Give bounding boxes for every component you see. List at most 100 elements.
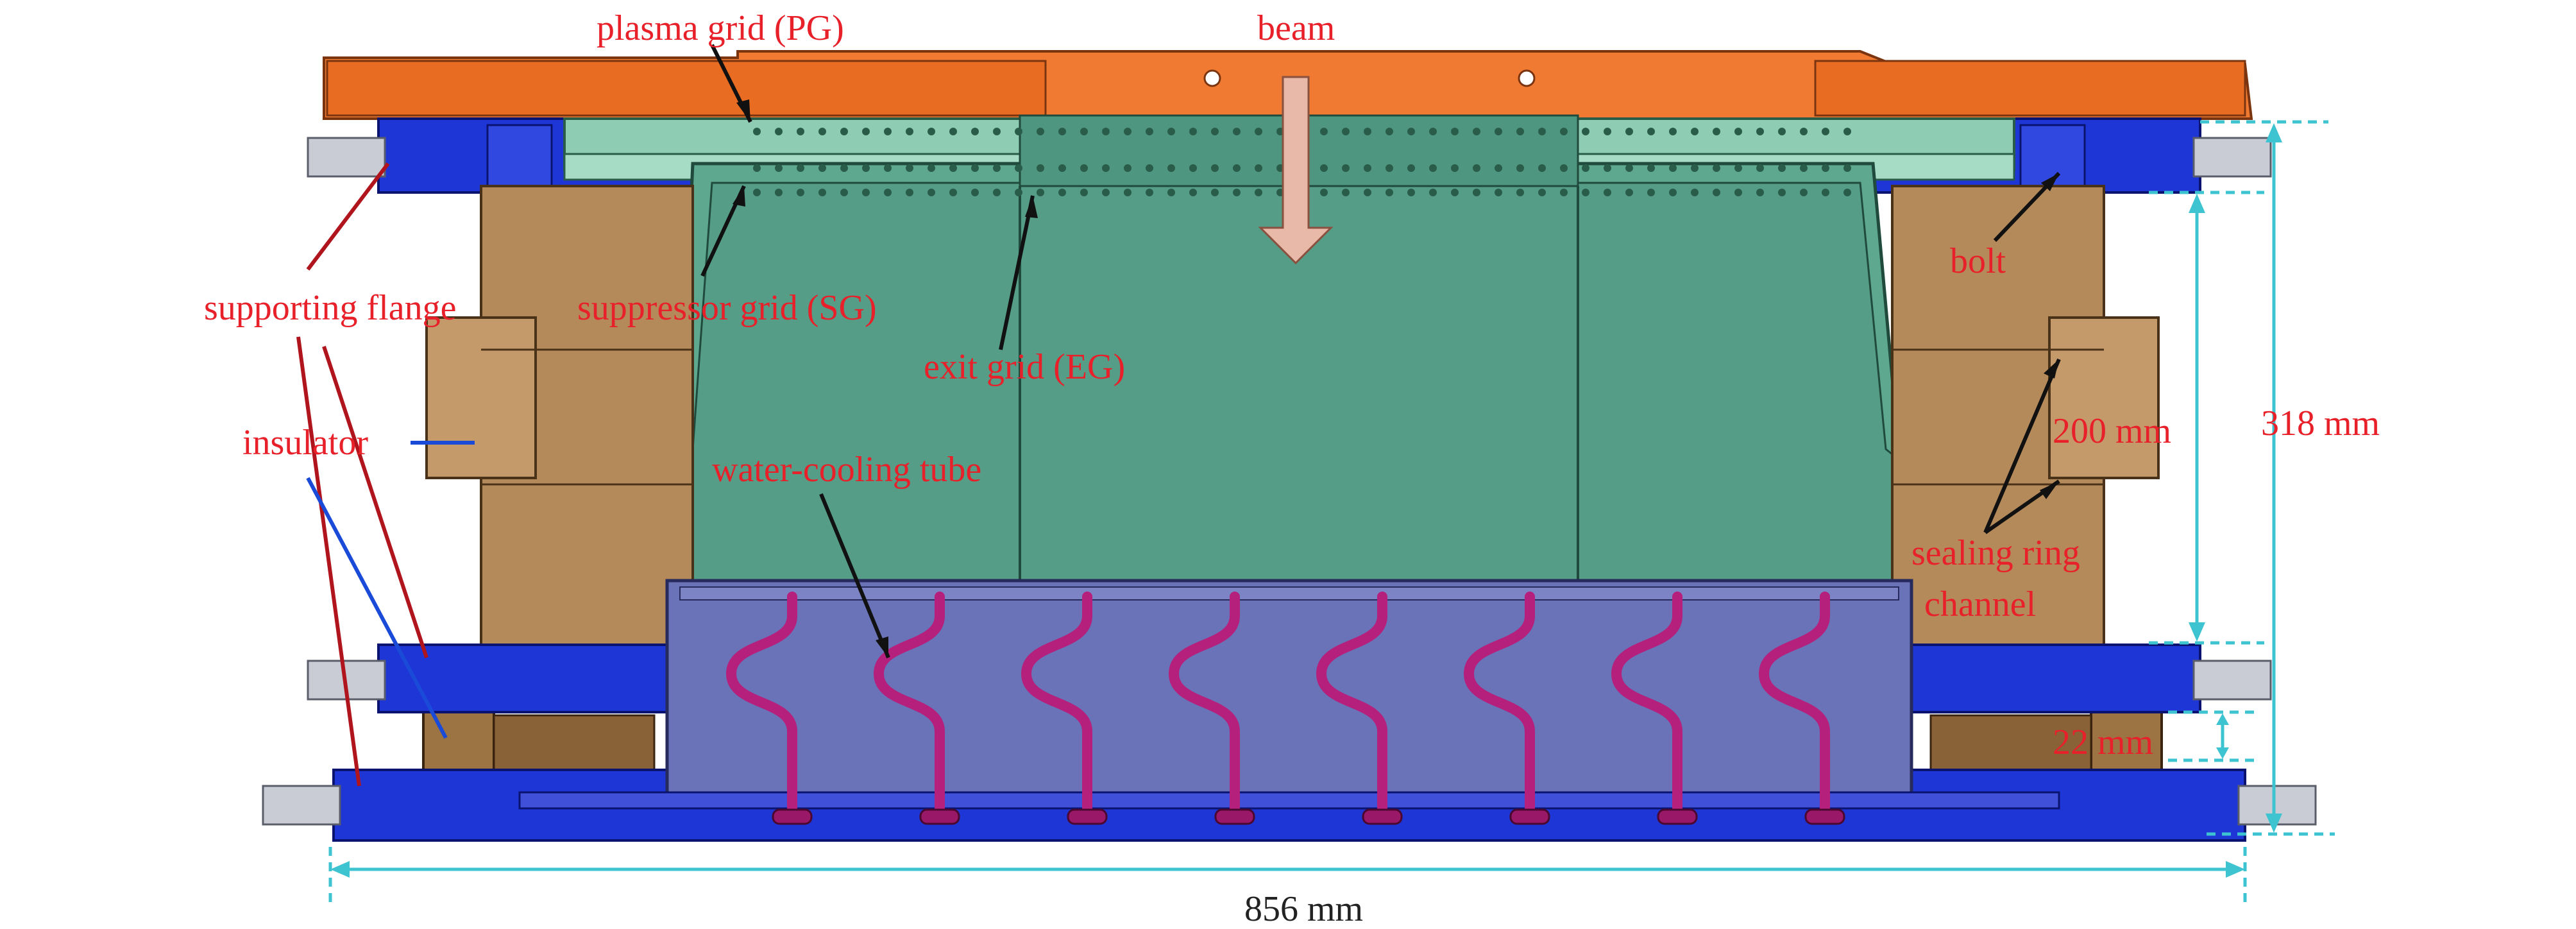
grid-aperture bbox=[1407, 164, 1415, 172]
grid-aperture bbox=[1669, 189, 1677, 196]
cooling-tube bbox=[873, 592, 945, 817]
labels: plasma grid (PG) beam supporting flange … bbox=[204, 8, 2080, 624]
water-cooling-tubes bbox=[725, 592, 1845, 825]
grid-aperture bbox=[928, 128, 935, 135]
grid-aperture bbox=[1320, 189, 1328, 196]
grid-aperture bbox=[928, 164, 935, 172]
dimension-arrowheads bbox=[330, 123, 2282, 878]
grid-aperture bbox=[1451, 189, 1459, 196]
grid-aperture bbox=[1146, 128, 1153, 135]
water-cooling-tube-label: water-cooling tube bbox=[712, 450, 981, 490]
dimension-200mm: 200 mm bbox=[2053, 411, 2171, 451]
grid-aperture bbox=[1189, 164, 1197, 172]
supporting-flange-label: supporting flange bbox=[204, 288, 456, 328]
grid-aperture bbox=[1189, 128, 1197, 135]
grid-aperture bbox=[1342, 189, 1350, 196]
grid-aperture bbox=[862, 189, 870, 196]
grid-aperture bbox=[1756, 189, 1764, 196]
grid-aperture bbox=[1451, 164, 1459, 172]
grid-aperture bbox=[1451, 128, 1459, 135]
grid-aperture bbox=[840, 164, 848, 172]
grid-aperture bbox=[1756, 128, 1764, 135]
grid-aperture bbox=[775, 189, 783, 196]
insulator-label: insulator bbox=[242, 423, 368, 463]
leader-arrowheads bbox=[733, 99, 2059, 658]
grid-aperture bbox=[971, 164, 979, 172]
tube-fitting bbox=[1214, 808, 1255, 825]
grid-aperture bbox=[1015, 189, 1022, 196]
grid-aperture bbox=[1800, 164, 1808, 172]
grid-aperture bbox=[1233, 128, 1241, 135]
grid-aperture bbox=[1429, 164, 1437, 172]
grid-aperture bbox=[1625, 164, 1633, 172]
grid-aperture bbox=[1102, 189, 1110, 196]
grid-aperture bbox=[1691, 128, 1699, 135]
grid-aperture bbox=[1560, 189, 1568, 196]
beam-label: beam bbox=[1257, 8, 1335, 48]
grid-aperture bbox=[1843, 189, 1851, 196]
grid-aperture bbox=[1560, 128, 1568, 135]
insulator-right bbox=[1891, 185, 2163, 784]
grid-aperture bbox=[1691, 189, 1699, 196]
grid-aperture bbox=[949, 164, 957, 172]
grid-aperture bbox=[949, 128, 957, 135]
grid-aperture bbox=[1495, 128, 1502, 135]
cooling-tube bbox=[1463, 592, 1535, 817]
grid-aperture bbox=[1538, 128, 1546, 135]
grid-aperture bbox=[1669, 164, 1677, 172]
sealing-ring-label-line1: sealing ring bbox=[1911, 533, 2080, 573]
grid-aperture bbox=[993, 128, 1001, 135]
grid-aperture bbox=[1800, 128, 1808, 135]
grid-aperture bbox=[1211, 164, 1219, 172]
grid-aperture bbox=[884, 164, 892, 172]
cooling-tube bbox=[1168, 592, 1240, 817]
grid-aperture bbox=[1429, 189, 1437, 196]
grid-aperture bbox=[1713, 189, 1720, 196]
grid-aperture bbox=[1320, 128, 1328, 135]
dimension-lines bbox=[328, 120, 2335, 908]
grid-aperture bbox=[884, 189, 892, 196]
grid-aperture bbox=[862, 128, 870, 135]
grid-aperture bbox=[1015, 164, 1022, 172]
grid-aperture bbox=[1255, 189, 1262, 196]
grid-aperture bbox=[753, 189, 761, 196]
grid-aperture bbox=[1582, 128, 1589, 135]
sealing-ring-label-line2: channel bbox=[1924, 584, 2036, 624]
grid-aperture bbox=[1146, 164, 1153, 172]
grid-aperture bbox=[1342, 164, 1350, 172]
grid-aperture bbox=[1473, 189, 1480, 196]
grid-aperture bbox=[1167, 164, 1175, 172]
grid-aperture bbox=[1604, 189, 1611, 196]
grid-aperture bbox=[1669, 128, 1677, 135]
dimension-22mm: 22 mm bbox=[2053, 722, 2153, 762]
grid-aperture bbox=[1734, 128, 1742, 135]
grid-aperture bbox=[1255, 128, 1262, 135]
tube-fitting bbox=[919, 808, 960, 825]
grid-aperture bbox=[1713, 128, 1720, 135]
grid-aperture bbox=[818, 128, 826, 135]
insulator-left bbox=[422, 185, 694, 784]
dimension-318mm: 318 mm bbox=[2261, 404, 2380, 443]
grid-aperture bbox=[840, 128, 848, 135]
grid-aperture bbox=[1800, 189, 1808, 196]
grid-aperture bbox=[1429, 128, 1437, 135]
grid-aperture bbox=[1255, 164, 1262, 172]
grid-aperture bbox=[906, 189, 913, 196]
grid-aperture bbox=[1734, 164, 1742, 172]
grid-aperture bbox=[1691, 164, 1699, 172]
cooling-tube bbox=[1611, 592, 1682, 817]
grid-aperture bbox=[1822, 128, 1829, 135]
grid-aperture bbox=[1102, 128, 1110, 135]
grid-aperture bbox=[949, 189, 957, 196]
grid-aperture bbox=[1604, 164, 1611, 172]
tube-fitting bbox=[1067, 808, 1108, 825]
grid-aperture bbox=[1015, 128, 1022, 135]
grid-aperture bbox=[1473, 128, 1480, 135]
grid-aperture bbox=[1080, 189, 1088, 196]
grid-aperture bbox=[993, 164, 1001, 172]
grid-aperture bbox=[1233, 164, 1241, 172]
grid-aperture bbox=[1778, 164, 1786, 172]
grid-aperture bbox=[928, 189, 935, 196]
grid-aperture bbox=[1756, 164, 1764, 172]
